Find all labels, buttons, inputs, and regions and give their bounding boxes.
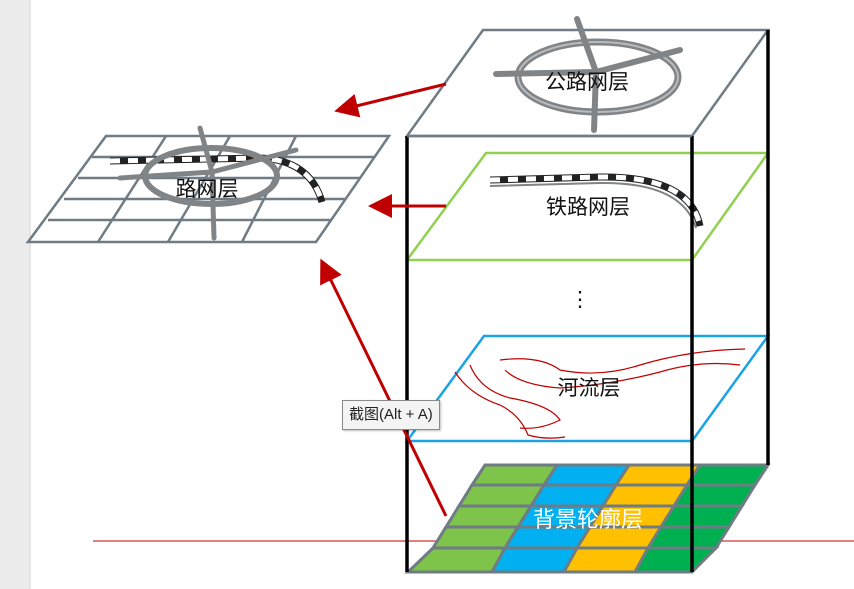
river-layer-label: 河流层 [558,376,621,400]
layer-ellipsis: ⋮ [570,287,591,311]
arrow-background [320,258,448,517]
background-layer-label: 背景轮廓层 [533,508,643,533]
rail-layer-label: 铁路网层 [546,195,630,219]
river-lines [454,348,746,439]
road-ring-icon [117,125,299,241]
road-network-icon [493,16,683,133]
arrow-road [334,82,447,118]
result-label: 路网层 [176,177,239,201]
screenshot-tooltip: 截图(Alt + A) [342,400,440,430]
road-layer-label: 公路网层 [545,70,629,94]
page-margin [0,0,30,589]
background-grid [404,463,771,574]
layer-stack-box: 公路网层 铁路网层 ⋮ 河流层 [404,16,771,574]
arrows [320,82,448,517]
road-network-result: 路网层 [25,125,392,244]
